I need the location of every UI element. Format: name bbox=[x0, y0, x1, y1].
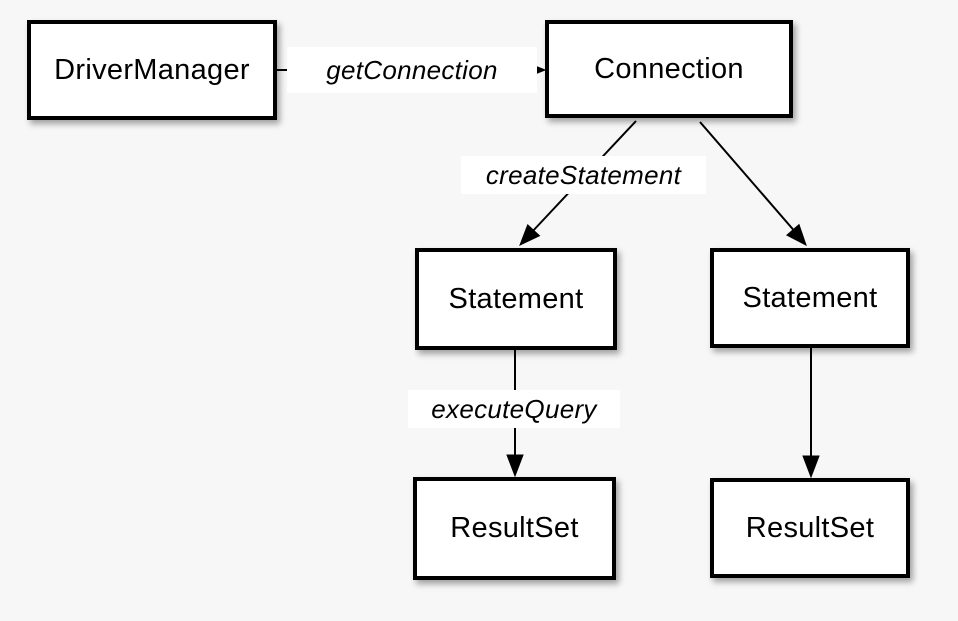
edge-label-get-connection: getConnection bbox=[287, 47, 537, 93]
node-connection: Connection bbox=[545, 20, 793, 118]
edge-label-create-statement: createStatement bbox=[461, 156, 706, 194]
edge-statement-right-resultset-right-arrowhead bbox=[802, 455, 820, 479]
node-driver-manager: DriverManager bbox=[27, 20, 277, 120]
edge-create-statement-arrowhead bbox=[519, 224, 541, 246]
edge-execute-query-arrowhead bbox=[506, 454, 524, 478]
edge-connection-statement-right-arrowhead bbox=[786, 223, 807, 247]
node-resultset-left: ResultSet bbox=[413, 477, 616, 580]
node-resultset-right: ResultSet bbox=[710, 478, 910, 578]
edge-label-execute-query: executeQuery bbox=[408, 390, 620, 428]
node-statement-right: Statement bbox=[710, 248, 910, 348]
node-statement-left: Statement bbox=[415, 248, 617, 350]
edge-connection-statement-right-line bbox=[699, 121, 798, 235]
